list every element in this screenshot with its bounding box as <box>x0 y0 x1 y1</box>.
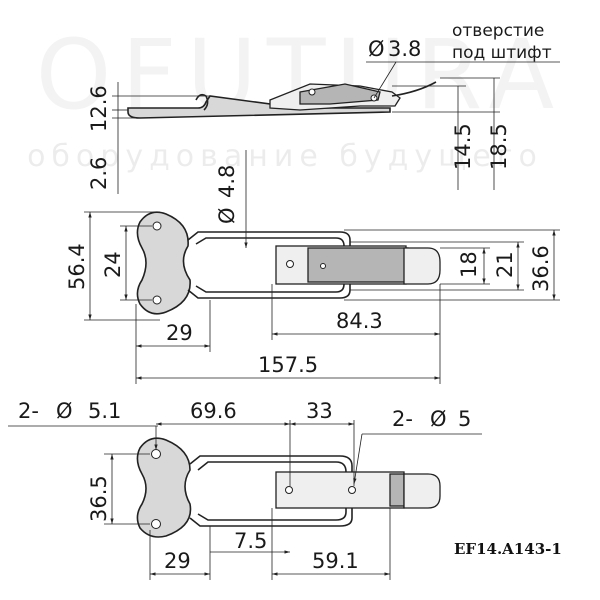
side-view-note-leader <box>373 61 397 99</box>
side-view-dim-thickness: 2.6 <box>87 157 111 190</box>
side-view-note-line1: отверстие <box>452 21 544 41</box>
top-view-dim-plate-height: 56.4 <box>65 243 89 290</box>
bottom-view-dim-keeper-prefix: 2- <box>392 407 413 431</box>
top-view-dim-tongue-height: 18 <box>457 251 481 278</box>
top-view-plate-hole-bottom <box>152 295 162 305</box>
side-view-base-strip <box>127 95 391 119</box>
top-view-dim-body-outer: 36.6 <box>529 245 553 292</box>
bottom-view-dim-span: 69.6 <box>190 399 237 423</box>
top-view-dim-body-inner: 21 <box>493 251 517 278</box>
top-view-dim-hole-symbol: Ø <box>215 207 239 224</box>
bottom-view-dim-plate-width: 29 <box>164 549 191 573</box>
top-view-latch-hole <box>286 260 294 268</box>
side-view-note-line2: под штифт <box>452 43 552 63</box>
bottom-view-keeper-hole-right <box>348 486 356 494</box>
bottom-view-dim-hole-spacing: 36.5 <box>87 475 111 522</box>
side-view-lever-arm <box>299 83 381 105</box>
top-view: Ø 4.8 56.4 24 18 21 36.6 29 84.3 <box>65 150 560 384</box>
bottom-view-keeper-leader <box>353 433 363 485</box>
bottom-view: 2- Ø 5.1 69.6 33 2- Ø 5 36.5 29 7.5 59.1 <box>8 399 482 580</box>
bottom-view-butterfly-plate <box>136 437 192 538</box>
side-view-wire <box>391 81 437 97</box>
top-view-butterfly-plate <box>136 211 191 315</box>
top-view-dim-hook-length: 84.3 <box>336 309 383 333</box>
bottom-view-dim-keeper-value: 5 <box>458 407 471 431</box>
bottom-view-dim-keeper-holes: 33 <box>306 399 333 423</box>
side-view-pivot-hole <box>308 88 316 96</box>
bottom-view-dim-offset: 7.5 <box>234 529 267 553</box>
bottom-view-dim-holes-prefix: 2- <box>18 399 39 423</box>
top-view-dim-plate-width: 29 <box>166 321 193 345</box>
top-view-dim-total-length: 157.5 <box>258 353 318 377</box>
top-view-dim-hole: 4.8 <box>215 165 239 198</box>
bottom-view-latch-body <box>275 471 405 509</box>
side-view-pin-hole-value: 3.8 <box>388 37 421 61</box>
bottom-view-tongue <box>403 473 441 509</box>
bottom-view-plate-hole-top <box>151 449 161 459</box>
top-view-plate-hole-top <box>152 221 162 231</box>
side-view-dim-height-mid: 14.5 <box>451 123 475 170</box>
watermark-tagline: оборудование будущего <box>27 139 543 174</box>
bottom-view-dim-keeper-symbol: Ø <box>430 407 447 431</box>
top-view-latch-hole-right <box>320 263 326 269</box>
bottom-view-dim-holes-value: 5.1 <box>88 399 121 423</box>
bottom-view-keeper-hole-left <box>285 486 293 494</box>
part-code: EF14.A143-1 <box>454 540 562 558</box>
top-view-tongue <box>403 247 441 285</box>
side-view-pin-hole-symbol: Ø <box>368 37 385 61</box>
top-view-dim-hole-spacing: 24 <box>101 251 125 278</box>
bottom-view-dim-holes-symbol: Ø <box>56 399 73 423</box>
side-view: Ø 3.8 отверстие под штифт 12.6 2.6 14.5 … <box>87 21 560 194</box>
side-view-dim-height-left: 12.6 <box>87 85 111 132</box>
bottom-view-latch-arm <box>389 473 405 507</box>
bottom-view-plate-hole-bottom <box>151 519 161 529</box>
bottom-view-dim-keeper-length: 59.1 <box>312 549 359 573</box>
side-view-dim-height-total: 18.5 <box>487 123 511 170</box>
